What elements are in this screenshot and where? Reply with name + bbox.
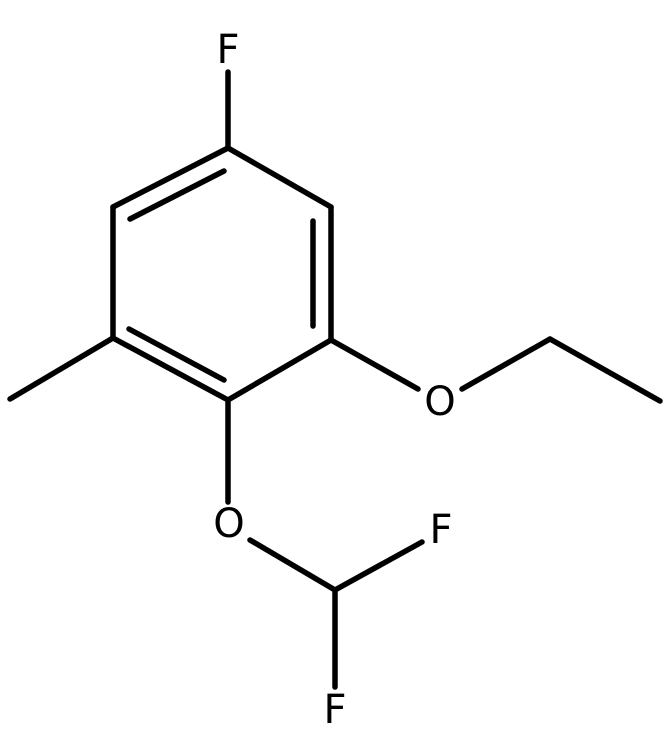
- atom-label-f-bottom: F: [323, 687, 346, 733]
- bond-c5-methyl: [7, 335, 116, 402]
- bond-o-ethyl-ch2: [459, 336, 553, 392]
- bond-c3-o-ethoxy: [328, 337, 421, 392]
- ring-bond-c1-c2: [225, 145, 334, 210]
- atom-label-o-difluoromethoxy: O: [213, 501, 244, 547]
- atom-label-o-ethoxy: O: [424, 379, 455, 425]
- bond-chf2-f-right: [332, 539, 425, 593]
- bond-o-chf2: [247, 537, 338, 593]
- ring-bond-c3-c4: [225, 337, 334, 403]
- atom-label-f-right: F: [429, 507, 452, 553]
- ring-bond-c4-c5-inner: [126, 326, 227, 383]
- ring-bond-c4-c5: [110, 335, 231, 403]
- ring-bond-c6-c1-inner: [127, 168, 227, 222]
- atom-label-f-top: F: [216, 27, 239, 73]
- bond-ethyl-ch2-ch3: [547, 336, 663, 404]
- ring-bond-c6-c1: [110, 145, 231, 210]
